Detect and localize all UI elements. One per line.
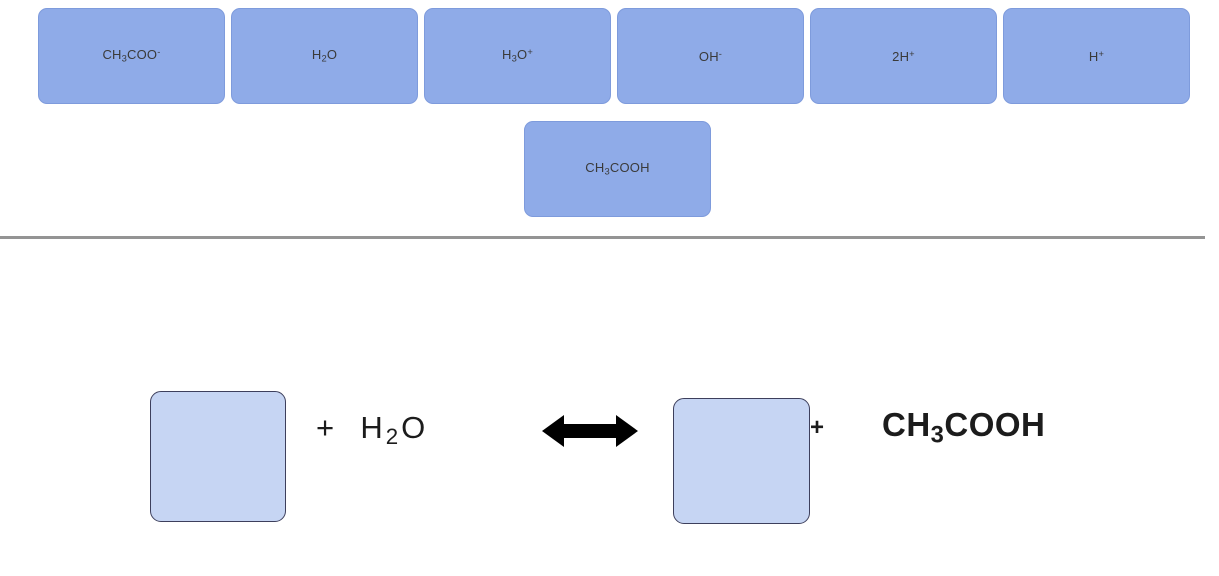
token-label: H2O [311, 47, 338, 64]
token-water[interactable]: H2O [231, 8, 418, 104]
token-proton[interactable]: H+ [1003, 8, 1190, 104]
product-plus-sign: + [810, 414, 825, 441]
drop-zone-product[interactable] [673, 398, 810, 524]
token-label: H+ [1088, 48, 1105, 64]
token-label: CH3COOH [585, 160, 650, 177]
token-acetic-acid[interactable]: CH3COOH [524, 121, 711, 217]
double-headed-arrow-icon [540, 409, 640, 453]
token-label: H3O+ [502, 47, 533, 64]
token-two-protons[interactable]: 2H+ [810, 8, 997, 104]
token-row-2: CH3COOH [524, 121, 711, 217]
section-divider [0, 236, 1205, 239]
token-label: OH- [698, 48, 723, 64]
equation-workspace: + H2O + CH3COOH [0, 240, 1219, 576]
draggable-token-bank: CH3COO- H2O H3O+ OH- 2H+ H+ CH3COOH [0, 0, 1219, 228]
token-label: CH3COO- [102, 47, 161, 64]
token-acetate-ion[interactable]: CH3COO- [38, 8, 225, 104]
token-row-1: CH3COO- H2O H3O+ OH- 2H+ H+ [38, 8, 1190, 104]
token-label: 2H+ [892, 48, 915, 64]
product-formula-label: CH3COOH [882, 406, 1046, 449]
drop-zone-reactant[interactable] [150, 391, 286, 522]
reactant-plus-sign: + H2O [316, 410, 429, 450]
token-hydronium-ion[interactable]: H3O+ [424, 8, 611, 104]
token-hydroxide-ion[interactable]: OH- [617, 8, 804, 104]
